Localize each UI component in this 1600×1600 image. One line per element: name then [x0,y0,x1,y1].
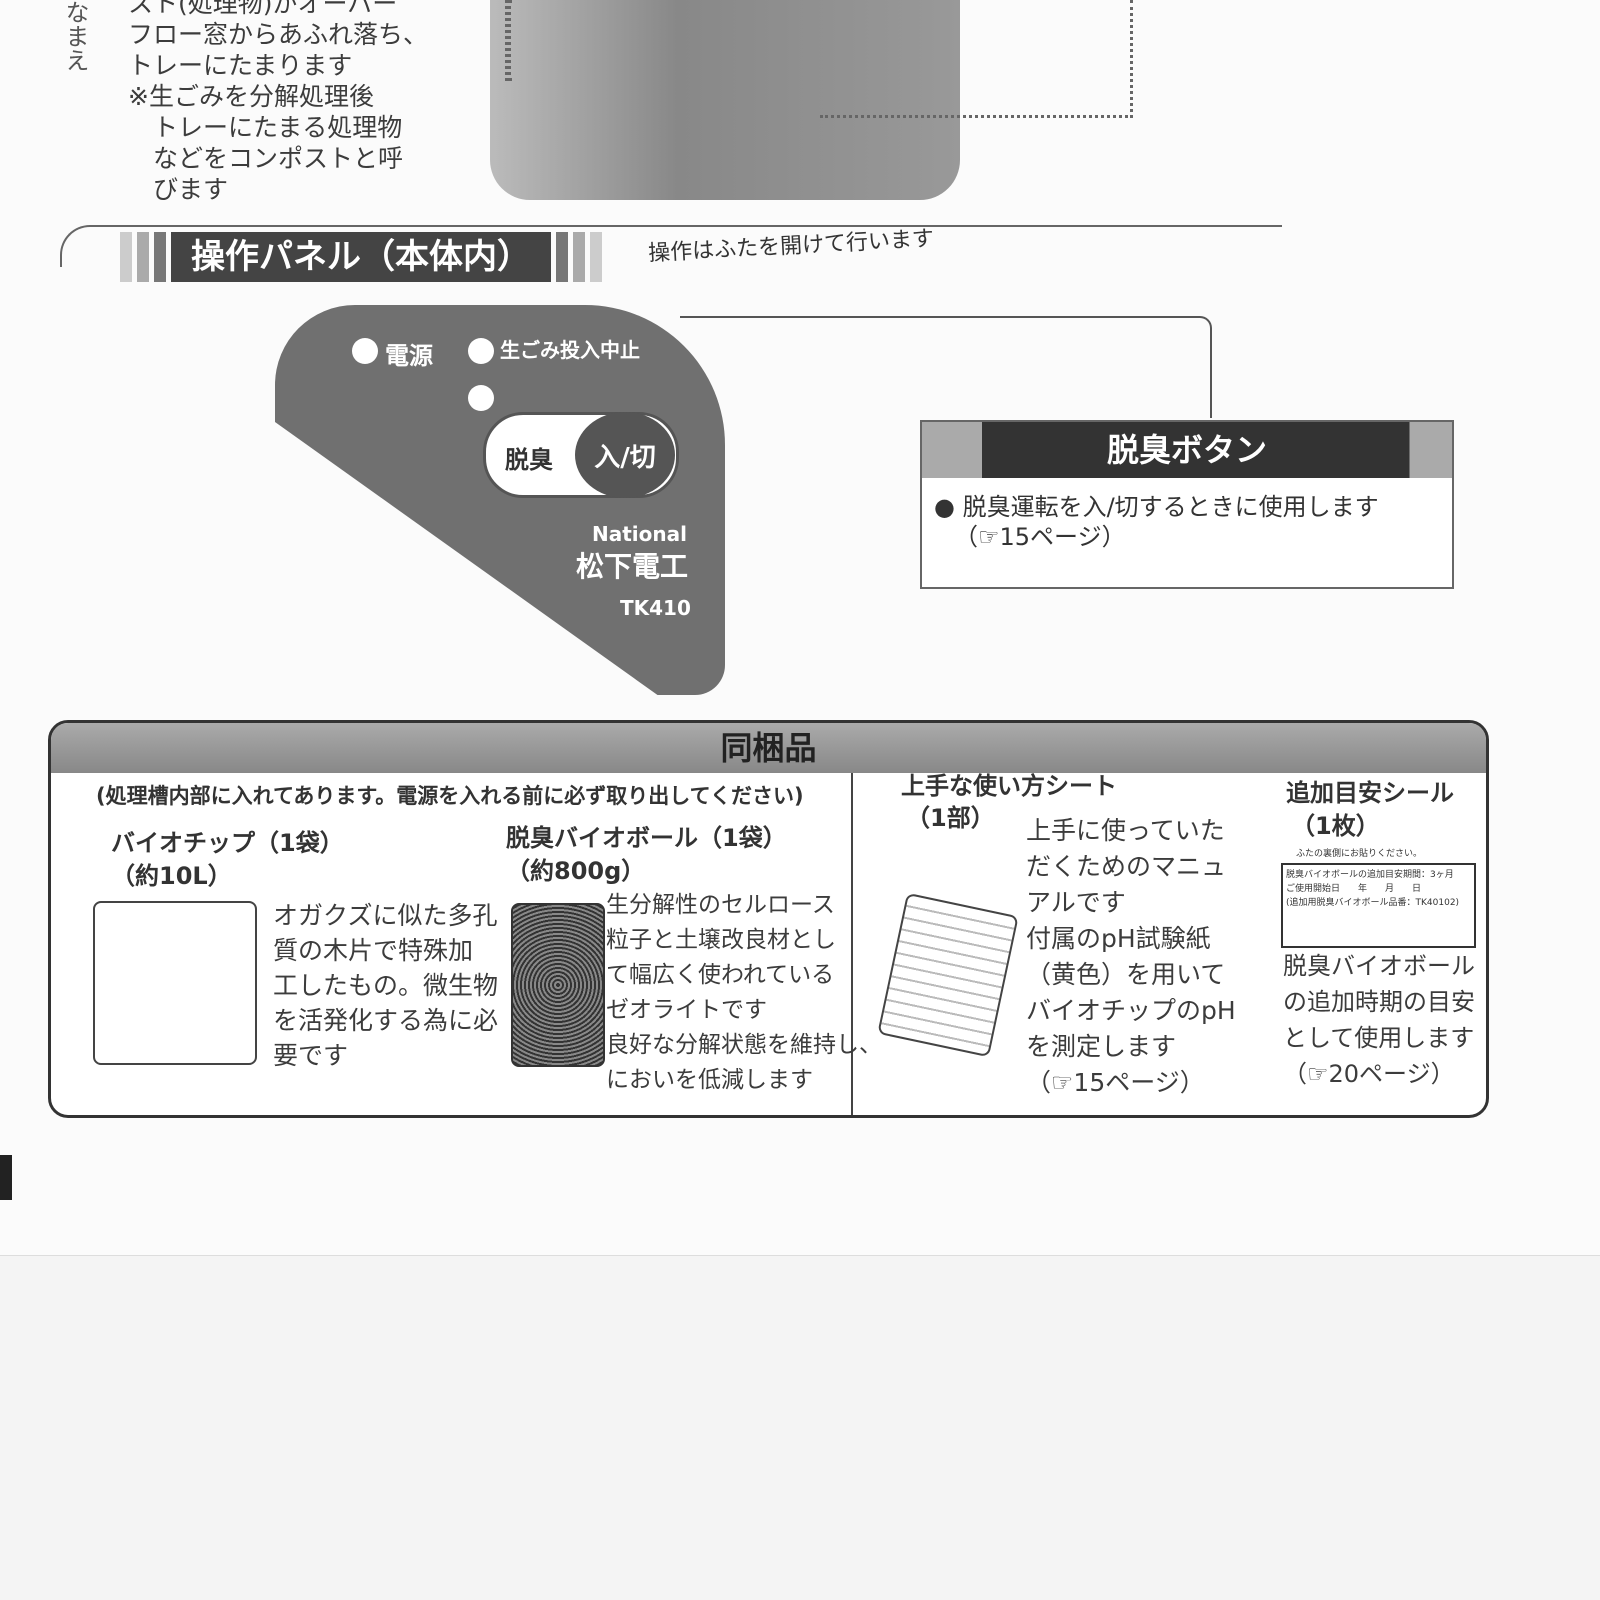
leader-line [820,0,1133,118]
included-items-box: 同梱品 (処理槽内部に入れてあります。電源を入れる前に必ず取り出してください) … [48,720,1489,1118]
device-illustration [490,0,960,200]
leader-line [505,0,511,81]
item-qty: （1枚） [1291,812,1380,840]
section-title: 操作パネル（本体内） [171,232,551,282]
page-tab-mark [0,1155,12,1200]
desc-line: においを低減します [606,1067,813,1093]
box-title: 同梱品 [51,723,1486,773]
desc-line: （☞20ページ） [1283,1060,1455,1088]
desc-line: 上手に使っていた [1026,816,1225,845]
usage-sheet-image [877,892,1019,1058]
item-desc: 上手に使っていただくためのマニュアルです付属のpH試験紙 （黄色）を用いてバイオチ… [1026,813,1236,1101]
text-line: トレーにたまる処理物 [128,113,403,142]
text-line: などをコンポストと呼 [128,144,404,173]
stop-label: 生ごみ投入中止 [500,338,640,362]
sticker-line: ご使用開始日 年 月 日 [1286,884,1422,894]
power-led-icon [352,338,378,364]
box-note: (処理槽内部に入れてあります。電源を入れる前に必ず取り出してください) [96,784,804,808]
callout-text: 脱臭運転を入/切するときに使用します [962,493,1379,521]
item-name: バイオチップ（1袋） [111,829,344,857]
desc-line: 工したもの。微生物 [273,971,499,1000]
desc-line: 良好な分解状態を維持し、 [606,1032,882,1058]
deodorize-label: 脱臭 [505,446,553,474]
maker-logo: 松下電工 [576,550,689,583]
vertical-label: なまえ [61,0,89,72]
item-desc: 脱臭バイオボールの追加時期の目安として使用します （☞20ページ） [1283,948,1475,1092]
brand-logo: National [592,522,687,546]
desc-line: （黄色）を用いて [1026,960,1226,989]
desc-line: 生分解性のセルロース [606,892,835,918]
sticker-line: (追加用脱臭バイオボール品番：TK40102) [1286,898,1460,908]
stop-led-icon [468,338,494,364]
text-line: ※生ごみを分解処理後 [128,82,374,111]
desc-line: 脱臭バイオボール [1283,952,1475,980]
divider [851,773,853,1115]
callout-ref: （☞15ページ） [954,523,1126,551]
model-number: TK410 [620,596,691,620]
section-line [60,225,1282,267]
desc-line: として使用します [1283,1024,1475,1052]
item-name: 上手な使い方シート [901,772,1117,800]
callout-box: 脱臭ボタン ● 脱臭運転を入/切するときに使用します （☞15ページ） [920,420,1454,589]
bioball-bag-image [511,903,605,1067]
desc-line: て幅広く使われている [606,962,835,988]
callout-title: 脱臭ボタン [922,422,1452,478]
desc-line: 質の木片で特殊加 [273,936,474,965]
item-qty: （約800g） [506,857,646,885]
desc-line: 粒子と土壌改良材とし [606,927,836,953]
item-qty: （1部） [906,804,995,832]
desc-line: バイオチップのpH [1026,996,1236,1025]
text-line: フロー窓からあふれ落ち、 [128,20,429,49]
desc-line: 付属のpH試験紙 [1026,924,1211,953]
desc-line: ゼオライトです [606,997,767,1023]
item-qty: （約10L） [111,862,232,890]
desc-line: 要です [273,1041,349,1070]
item-desc: 生分解性のセルロース粒子と土壌改良材として幅広く使われているゼオライトです良好な… [606,888,882,1098]
text-line: トレーにたまります [128,51,353,80]
desc-line: を測定します [1026,1032,1177,1061]
manual-page: なまえ スト(処理物)がオーバー フロー窓からあふれ落ち、 トレーにたまります … [0,0,1600,1256]
control-panel [275,305,725,695]
sticker-image: 脱臭バイオボールの追加目安期間：3ヶ月 ご使用開始日 年 月 日 (追加用脱臭バ… [1281,863,1476,948]
onoff-button[interactable]: 入/切 [575,412,675,498]
text-line: びます [128,175,229,204]
top-text: スト(処理物)がオーバー フロー窓からあふれ落ち、 トレーにたまります ※生ごみ… [128,0,428,205]
item-name: 脱臭バイオボール（1袋） [506,824,787,852]
callout-line [680,316,1212,418]
biochip-bag-image [93,901,257,1065]
text-line: スト(処理物)がオーバー [128,0,398,18]
desc-line: を活発化する為に必 [273,1006,499,1035]
desc-line: だくためのマニュ [1026,852,1227,881]
sticker-caption: ふたの裏側にお貼りください。 [1296,849,1423,859]
deodorize-led-icon [468,385,494,411]
section-header: 操作パネル（本体内） [120,232,607,282]
power-label: 電源 [385,342,433,370]
desc-line: アルです [1026,888,1126,917]
sticker-line: 脱臭バイオボールの追加目安期間：3ヶ月 [1286,870,1454,880]
desc-line: （☞15ページ） [1026,1068,1205,1097]
item-name: 追加目安シール [1286,779,1454,807]
desc-line: オガクズに似た多孔 [273,901,498,930]
desc-line: の追加時期の目安 [1283,988,1475,1016]
item-desc: オガクズに似た多孔質の木片で特殊加工したもの。微生物を活発化する為に必要です [273,898,498,1073]
callout-bullet: ● 脱臭運転を入/切するときに使用します [934,493,1379,521]
